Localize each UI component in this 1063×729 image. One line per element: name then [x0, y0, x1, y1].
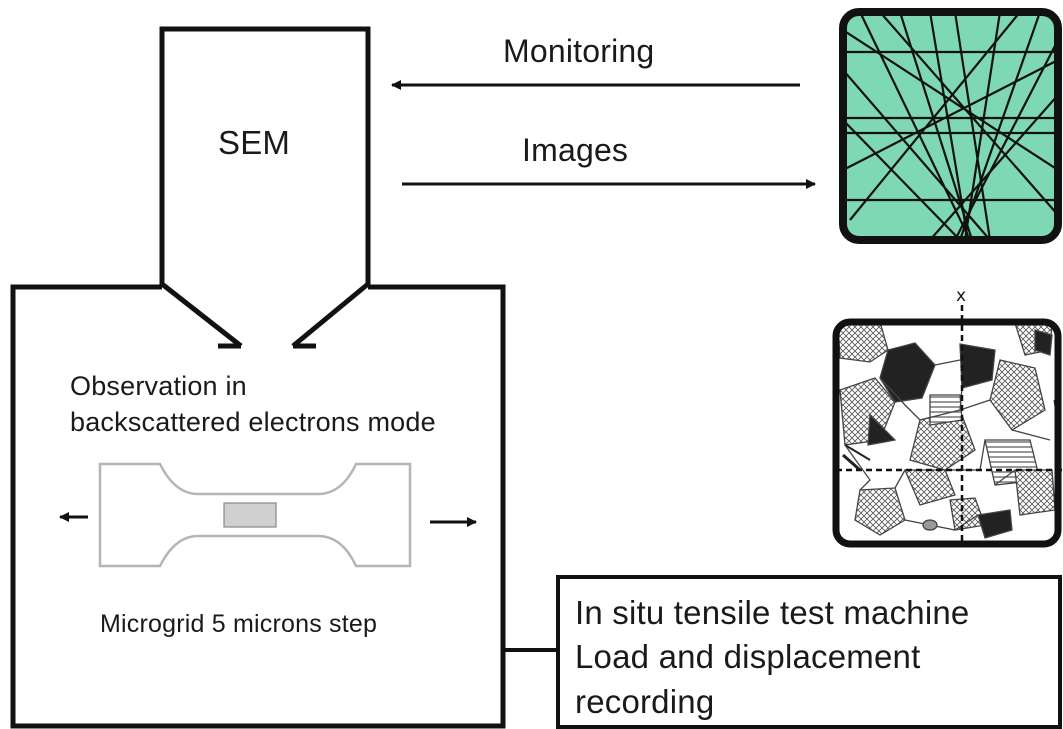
grain-map-icon [832, 305, 1062, 548]
machine-box [556, 575, 1062, 729]
kikuchi-pattern-icon [839, 8, 1062, 244]
machine-box-line2: Load and displacement [575, 638, 921, 675]
grain-map-axis-label: x [956, 286, 967, 306]
observation-line1: Observation in [70, 371, 247, 401]
chamber-outline [10, 284, 506, 729]
microgrid-label: Microgrid 5 microns step [100, 610, 378, 638]
observation-line2: backscattered electrons mode [70, 407, 436, 437]
tensile-specimen-icon [98, 462, 412, 568]
monitoring-label: Monitoring [503, 33, 655, 69]
sem-column-outline [159, 26, 371, 348]
images-label: Images [522, 132, 629, 168]
machine-box-line1: In situ tensile test machine [575, 594, 970, 631]
machine-box-line3: recording [575, 683, 715, 720]
sem-label: SEM [218, 124, 291, 161]
microgrid-patch [223, 502, 277, 528]
